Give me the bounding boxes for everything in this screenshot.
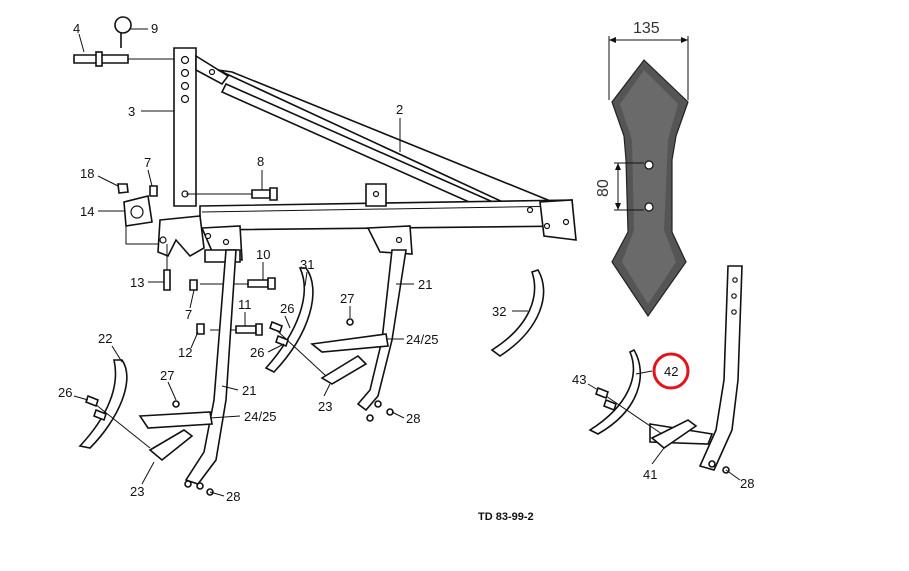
label-24b: 24/25	[244, 409, 277, 424]
label-27b: 27	[160, 368, 174, 383]
dimension-width: 135	[633, 20, 660, 37]
label-21b: 21	[242, 383, 256, 398]
label-27a: 27	[340, 291, 354, 306]
share-blade-detail	[608, 36, 689, 318]
tine-assembly-right	[588, 265, 743, 474]
hardware	[73, 16, 278, 336]
label-43: 43	[572, 372, 586, 387]
label-31: 31	[300, 257, 314, 272]
label-32: 32	[492, 304, 506, 319]
tine-assembly-middle	[264, 249, 407, 422]
label-28a: 28	[406, 411, 420, 426]
label-28c: 28	[740, 476, 754, 491]
label-28b: 28	[226, 489, 240, 504]
label-12: 12	[178, 345, 192, 360]
label-18: 18	[80, 166, 94, 181]
label-7a: 7	[144, 155, 151, 170]
drawing-code: TD 83-99-2	[478, 511, 534, 523]
label-3: 3	[128, 104, 135, 119]
label-23a: 23	[318, 399, 332, 414]
label-23b: 23	[130, 484, 144, 499]
label-11: 11	[238, 297, 252, 312]
label-10: 10	[256, 247, 270, 262]
part-labels: 4 9 3 2 18 7 8 14 10 13 7 11 12 31 26 27…	[58, 21, 754, 504]
tine-assembly-left	[78, 249, 237, 496]
dimension-height: 80	[595, 179, 612, 197]
label-26c: 26	[58, 385, 72, 400]
label-8: 8	[257, 154, 264, 169]
highlight-circle	[652, 352, 690, 390]
label-41: 41	[643, 467, 657, 482]
label-26b: 26	[250, 345, 264, 360]
label-24a: 24/25	[406, 332, 439, 347]
label-14: 14	[80, 204, 94, 219]
label-21a: 21	[418, 277, 432, 292]
label-42: 42	[664, 364, 678, 379]
leader-lines	[73, 28, 741, 497]
spring-tine-32	[490, 269, 545, 357]
label-7b: 7	[185, 307, 192, 322]
label-4: 4	[73, 21, 80, 36]
label-2: 2	[396, 102, 403, 117]
frame-assembly	[157, 47, 577, 263]
label-22: 22	[98, 331, 112, 346]
label-13: 13	[130, 275, 144, 290]
label-9: 9	[151, 21, 158, 36]
label-26a: 26	[280, 301, 294, 316]
